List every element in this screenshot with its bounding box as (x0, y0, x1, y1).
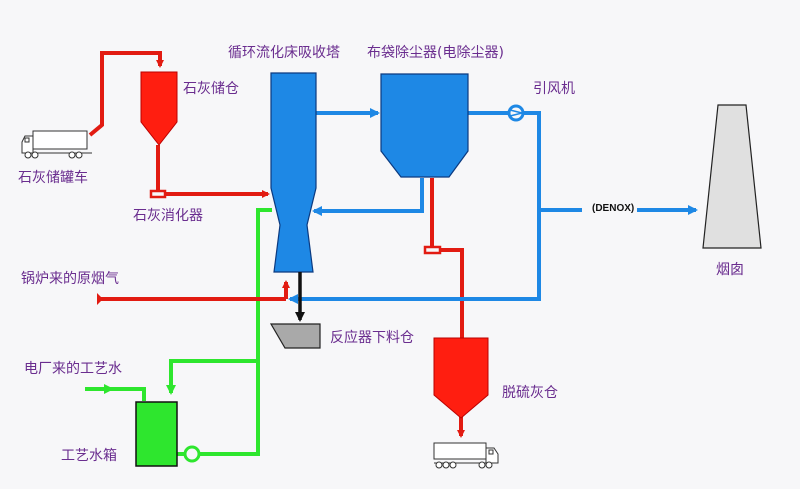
ash-silo (433, 337, 489, 419)
bag-filter (380, 73, 469, 178)
absorber-label: 循环流化床吸收塔 (228, 45, 340, 61)
recirculation-line (312, 178, 424, 216)
fan-outlet-line (288, 111, 541, 304)
water-to-absorber-line (198, 208, 272, 456)
ash-silo-label: 脱硫灰仓 (502, 385, 558, 401)
truck-to-silo-line (88, 51, 164, 137)
ash-to-silo-line (440, 248, 464, 338)
water-pump-icon (183, 445, 201, 463)
raw-flue-gas-label: 锅炉来的原烟气 (21, 271, 119, 287)
lime-silo-label: 石灰储仓 (183, 81, 239, 97)
water-inlet-line (85, 387, 146, 401)
water-branch-to-tank-line (166, 359, 258, 395)
reactor-hopper (269, 323, 321, 349)
water-tank (135, 401, 178, 467)
fan-icon (507, 104, 525, 122)
fan-label: 引风机 (533, 81, 575, 97)
flue-gas-lines (288, 108, 698, 304)
lime-silo (140, 71, 178, 146)
chimney-label: 烟囱 (716, 262, 744, 278)
lime-lines (88, 51, 465, 438)
process-water-lines (85, 208, 272, 456)
fan-blade-icon (509, 109, 523, 117)
lime-truck-label: 石灰储罐车 (18, 170, 88, 186)
chimney (702, 104, 762, 249)
lime-truck-icon (21, 130, 92, 159)
bag-filter-label: 布袋除尘器(电除尘器) (367, 45, 504, 61)
ash-valve (423, 245, 442, 255)
lime-slaker-label: 石灰消化器 (133, 208, 203, 224)
water-tank-label: 工艺水箱 (61, 448, 117, 464)
lime-slaker (149, 189, 167, 199)
reactor-hopper-label: 反应器下料仓 (330, 330, 414, 346)
process-water-label: 电厂来的工艺水 (24, 361, 122, 377)
ash-truck-icon (433, 442, 499, 469)
absorber-tower (270, 72, 317, 273)
denox-label: (DENOX) (591, 203, 636, 214)
raw-flue-gas-tail (97, 293, 103, 305)
